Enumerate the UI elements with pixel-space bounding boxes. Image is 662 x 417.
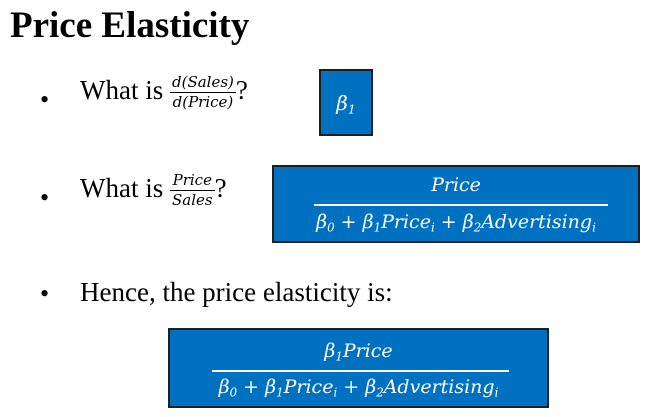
question-1-suffix: ?	[235, 75, 248, 105]
answer-2-numerator: Price	[431, 174, 481, 196]
elasticity-numerator: β1Price	[324, 340, 393, 364]
question-1: What is d(Sales)d(Price)?	[80, 74, 248, 110]
answer-1-beta1: β1	[336, 91, 356, 117]
question-2-suffix: ?	[214, 173, 227, 203]
hence-text: Hence, the price elasticity is:	[80, 277, 393, 307]
bullet-3: •	[40, 279, 50, 308]
elasticity-denominator: β0 + β1Pricei + β2Advertisingi	[218, 376, 499, 400]
question-2-prefix: What is	[80, 173, 170, 203]
answer-box-3: β1Price β0 + β1Pricei + β2Advertisingi	[168, 328, 549, 408]
derivative-numerator: d(Sales)	[169, 73, 236, 94]
answer-box-1: β1	[319, 69, 373, 136]
ratio-numerator: Price	[169, 173, 215, 192]
bullet-2: •	[40, 183, 50, 212]
bullet-1: •	[40, 85, 50, 114]
page-title: Price Elasticity	[10, 5, 250, 46]
answer-box-2: Price β0 + β1Pricei + β2Advertisingi	[272, 165, 640, 243]
derivative-denominator: d(Price)	[172, 93, 234, 112]
answer-2-denominator: β0 + β1Pricei + β2Advertisingi	[316, 211, 596, 235]
derivative-fraction: d(Sales)d(Price)	[169, 73, 236, 112]
ratio-denominator: Sales	[171, 191, 213, 210]
question-1-prefix: What is	[80, 75, 170, 105]
